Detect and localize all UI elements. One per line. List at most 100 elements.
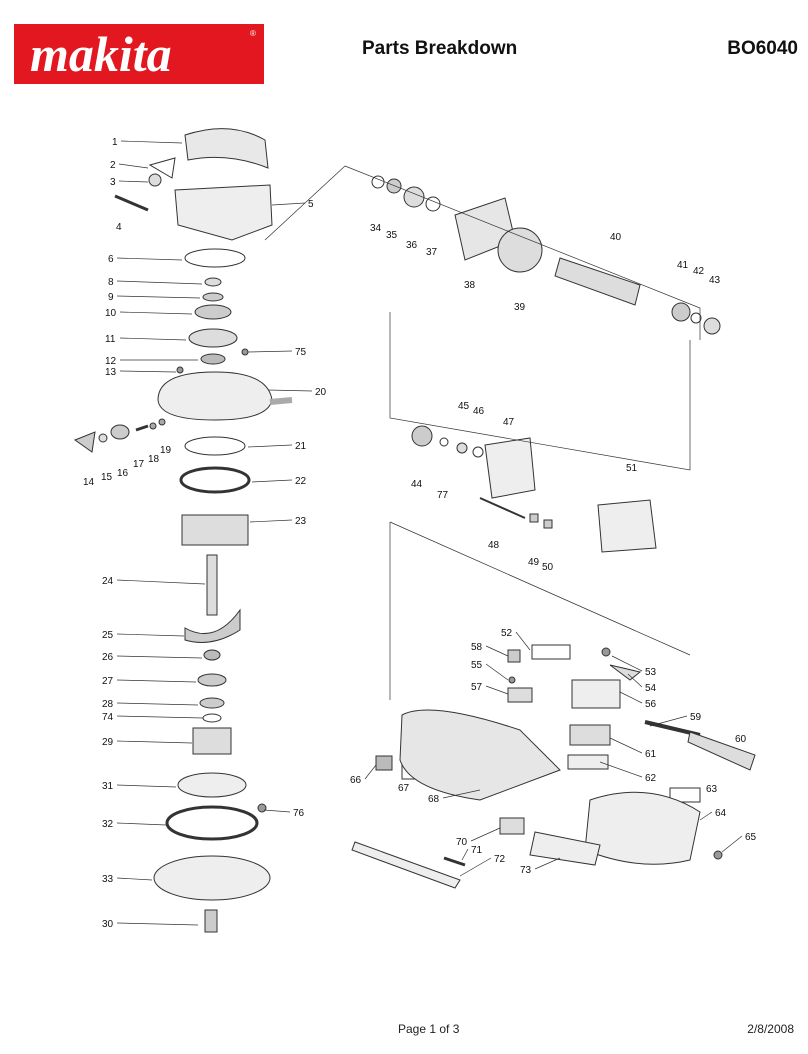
part-ring-8	[204, 277, 222, 287]
part-label-25: 25	[102, 630, 114, 641]
part-pad-33	[153, 855, 271, 901]
part-motor-housing-68	[399, 709, 561, 801]
leader-line-5	[271, 202, 306, 206]
part-weight-25	[184, 608, 241, 643]
part-pin-15	[98, 433, 108, 443]
part-label-12: 12	[105, 356, 117, 367]
part-label-63	[669, 787, 701, 803]
part-cover-1	[184, 128, 269, 169]
part-label-70: 70	[456, 837, 468, 848]
part-capacitor-61	[569, 724, 611, 746]
leader-lines	[116, 140, 743, 926]
part-label-58: 58	[471, 642, 483, 653]
part-label-21: 21	[295, 441, 307, 452]
part-clip-50	[543, 519, 553, 529]
part-holder-29	[192, 727, 232, 755]
part-label-44: 44	[411, 479, 423, 490]
part-label-15: 15	[101, 472, 113, 483]
part-holder-70	[499, 817, 525, 835]
part-label-55: 55	[471, 660, 483, 671]
part-label-49: 49	[528, 557, 540, 568]
leader-line-55	[485, 663, 509, 681]
part-label-53: 53	[645, 667, 657, 678]
part-clip-49	[529, 513, 539, 523]
part-label-41: 41	[677, 260, 689, 271]
part-label-42: 42	[693, 266, 705, 277]
page-indicator: Page 1 of 3	[398, 1022, 460, 1036]
leader-line-75	[247, 350, 293, 353]
page-title: Parts Breakdown	[362, 38, 518, 59]
part-label-45: 45	[458, 401, 470, 412]
part-ring-28	[199, 697, 225, 709]
part-label-47: 47	[503, 417, 515, 428]
part-label-63: 63	[706, 784, 718, 795]
leader-line-64	[699, 811, 713, 821]
leader-line-22	[251, 479, 293, 483]
part-label-9: 9	[108, 292, 114, 303]
part-bearing-26	[203, 649, 221, 661]
part-clamp-62	[567, 754, 609, 770]
leader-line-24	[116, 579, 206, 585]
part-sleeve-45	[456, 442, 468, 454]
part-label-20: 20	[315, 387, 327, 398]
leader-line-59	[649, 715, 688, 727]
leader-line-26	[116, 655, 203, 659]
part-label-30: 30	[102, 919, 114, 930]
part-label-29: 29	[102, 737, 114, 748]
part-bolt-30	[204, 909, 218, 933]
part-label-54: 54	[645, 683, 657, 694]
part-label-34: 34	[370, 223, 382, 234]
svg-text:®: ®	[250, 29, 256, 38]
part-button-66	[375, 755, 393, 771]
part-label-14: 14	[83, 477, 95, 488]
part-ball-18	[149, 422, 157, 430]
leader-line-68	[442, 789, 481, 799]
part-seal-22	[179, 466, 251, 494]
part-label-3: 3	[110, 177, 116, 188]
part-ring-42	[690, 312, 702, 324]
leader-line-57	[485, 685, 509, 695]
part-spring-17	[135, 424, 149, 432]
part-plate-54	[609, 664, 642, 681]
part-handle-cover-64	[584, 791, 701, 865]
part-label-35: 35	[386, 230, 398, 241]
part-label-19: 19	[160, 445, 172, 456]
leader-line-52	[515, 631, 531, 651]
part-label-60: 60	[735, 734, 747, 745]
leader-line-32	[116, 822, 167, 826]
leader-line-56	[619, 691, 643, 704]
part-label-73: 73	[520, 865, 532, 876]
leader-line-73	[534, 857, 561, 870]
part-label-40: 40	[610, 232, 622, 243]
part-bearing-12	[200, 353, 226, 365]
leader-line-10	[119, 311, 193, 315]
part-bearing-36	[403, 186, 425, 208]
part-label-10: 10	[105, 308, 117, 319]
part-screw-4	[114, 194, 149, 212]
part-label-77: 77	[437, 490, 449, 501]
part-label-26: 26	[102, 652, 114, 663]
part-bearing-27	[197, 673, 227, 687]
leader-line-28	[116, 702, 199, 706]
part-skirt-31	[177, 772, 247, 798]
leader-line-65	[721, 835, 743, 853]
part-pin-19	[158, 418, 166, 426]
part-lever-14	[73, 431, 96, 453]
part-label-32: 32	[102, 819, 114, 830]
part-clip-74	[202, 713, 222, 723]
leader-line-13	[119, 370, 177, 373]
leader-line-9	[116, 295, 201, 299]
leader-line-62	[599, 761, 643, 778]
part-label-5: 5	[308, 199, 314, 210]
leader-line-8	[116, 280, 203, 285]
leader-line-31	[116, 784, 177, 788]
part-label-38: 38	[464, 280, 476, 291]
part-screw-65	[713, 850, 723, 860]
makita-logo: makita ®	[14, 24, 264, 84]
part-lever-72	[351, 841, 461, 889]
part-label-37: 37	[426, 247, 438, 258]
part-label-18: 18	[148, 454, 160, 465]
leader-line-61	[609, 737, 643, 754]
part-frame-20	[157, 371, 273, 421]
